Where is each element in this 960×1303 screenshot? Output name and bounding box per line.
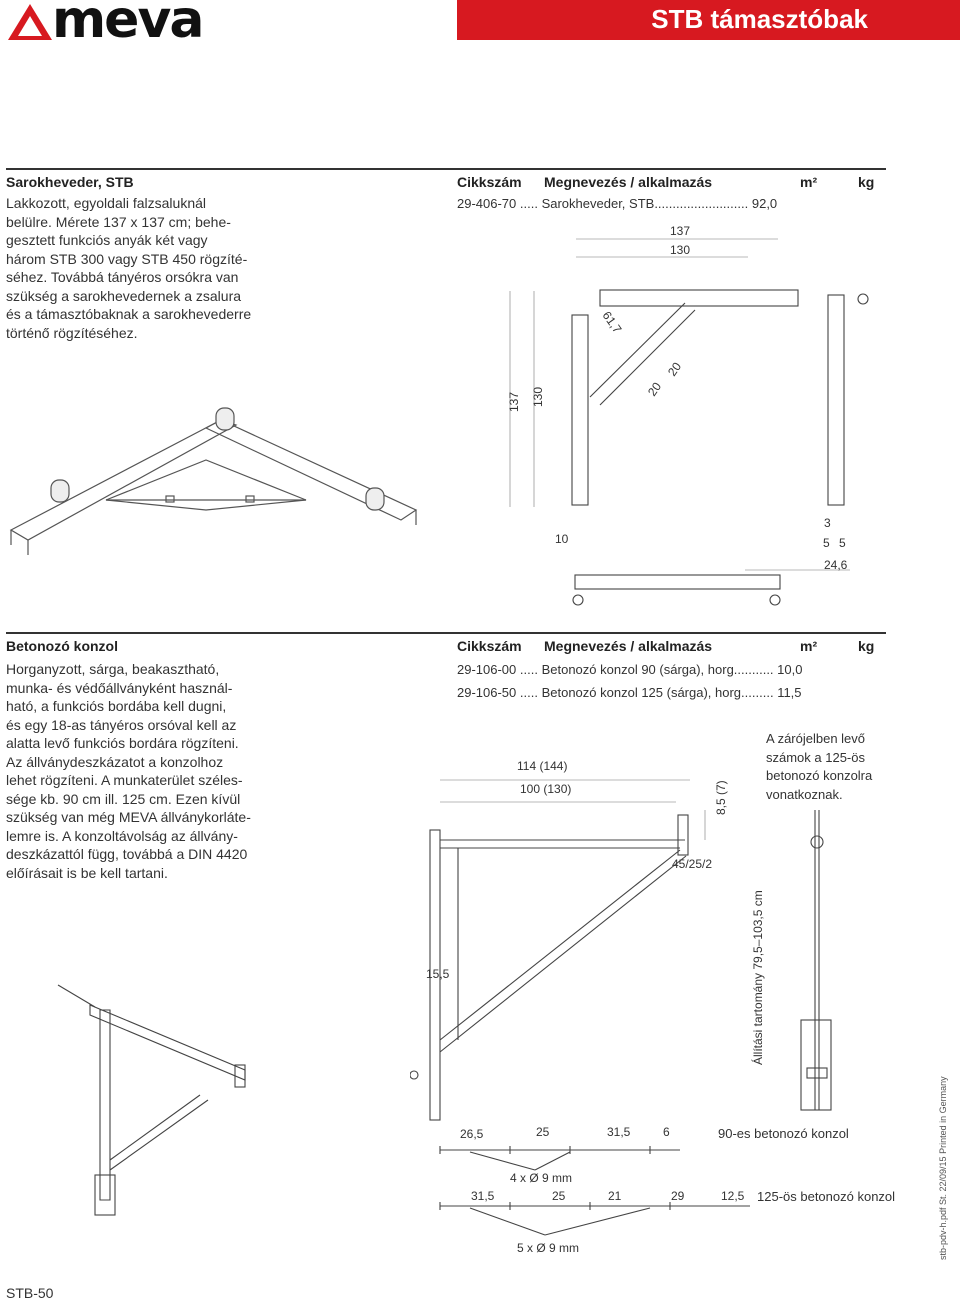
dim-15-5: 15,5 xyxy=(426,967,450,981)
holes-125: 5 x Ø 9 mm xyxy=(517,1241,580,1255)
dim-125-c: 21 xyxy=(608,1189,622,1203)
col-header-code: Cikkszám xyxy=(457,174,522,190)
hole-pattern-125 xyxy=(439,1202,750,1236)
dim-20a: 20 xyxy=(645,379,664,398)
table-row: 29-106-50 ..... Betonozó konzol 125 (sár… xyxy=(457,685,802,700)
section-title-betonozo-konzol: Betonozó konzol xyxy=(6,638,118,654)
dim-inner: 100 (130) xyxy=(520,782,571,796)
dim-5b: 5 xyxy=(839,536,846,550)
col-header-name: Megnevezés / alkalmazás xyxy=(544,174,713,190)
dim-90-d: 6 xyxy=(663,1125,670,1139)
dim-125-d: 29 xyxy=(671,1189,685,1203)
table-row: 29-106-00 ..... Betonozó konzol 90 (sárg… xyxy=(457,662,803,677)
dim-side-outer: 137 xyxy=(507,392,521,412)
label-90: 90-es betonozó konzol xyxy=(718,1126,849,1141)
dim-angle: 45/25/2 xyxy=(672,857,712,871)
col-header-kg: kg xyxy=(858,174,875,190)
col-header-name: Megnevezés / alkalmazás xyxy=(544,638,713,654)
dim-125-b: 25 xyxy=(552,1189,566,1203)
dim-125-a: 31,5 xyxy=(471,1189,495,1203)
section-title-sarokheveder: Sarokheveder, STB xyxy=(6,174,134,190)
sarokheveder-isometric-drawing xyxy=(9,407,418,555)
dim-top-outer: 137 xyxy=(670,224,690,238)
col-header-m2: m² xyxy=(800,174,818,190)
sarokheveder-plan-drawing: 137 130 137 130 61,7 20 20 10 3 5 5 24,6 xyxy=(507,224,869,606)
label-125: 125-ös betonozó konzol xyxy=(757,1189,896,1204)
dim-side-inner: 130 xyxy=(531,387,545,407)
print-note: stb-pdv-h.pdf St. 22/09/15 Printed in Ge… xyxy=(938,1076,948,1260)
adjustment-range: Állítási tartomány 79,5–103,5 cm xyxy=(750,890,765,1065)
table-row: 29-406-70 ..... Sarokheveder, STB.......… xyxy=(457,196,778,211)
dim-3: 3 xyxy=(824,516,831,530)
dim-top-inner: 130 xyxy=(670,243,690,257)
meva-logo-mark xyxy=(8,4,52,40)
section-divider xyxy=(6,632,886,634)
holes-90: 4 x Ø 9 mm xyxy=(510,1171,573,1185)
spindle-drawing: Állítási tartomány 79,5–103,5 cm xyxy=(750,810,832,1111)
betonozo-konzol-description: Horganyzott, sárga, beakasztható,munka- … xyxy=(6,661,251,881)
dim-8-5: 8,5 (7) xyxy=(714,780,728,815)
page-title: STB támasztóbak xyxy=(651,4,868,34)
dim-20b: 20 xyxy=(665,359,684,378)
section-divider xyxy=(6,168,886,170)
dim-24-6: 24,6 xyxy=(824,558,848,572)
konzol-isometric-drawing xyxy=(57,984,246,1216)
dim-diag: 61,7 xyxy=(600,309,625,336)
dim-90-b: 25 xyxy=(536,1125,550,1139)
dim-90-a: 26,5 xyxy=(460,1127,484,1141)
dim-5a: 5 xyxy=(823,536,830,550)
dim-10: 10 xyxy=(555,532,569,546)
dim-90-c: 31,5 xyxy=(607,1125,631,1139)
col-header-kg: kg xyxy=(858,638,875,654)
meva-logo: meva xyxy=(52,0,204,50)
konzol-elevation-drawing: 114 (144) 100 (130) 8,5 (7) 45/25/2 15,5 xyxy=(410,759,728,1121)
col-header-m2: m² xyxy=(800,638,818,654)
col-header-code: Cikkszám xyxy=(457,638,522,654)
dim-125-e: 12,5 xyxy=(721,1189,745,1203)
hole-pattern-90 xyxy=(439,1146,680,1171)
page-code: STB-50 xyxy=(6,1285,54,1301)
dim-outer: 114 (144) xyxy=(517,759,567,773)
title-bar xyxy=(457,0,960,40)
